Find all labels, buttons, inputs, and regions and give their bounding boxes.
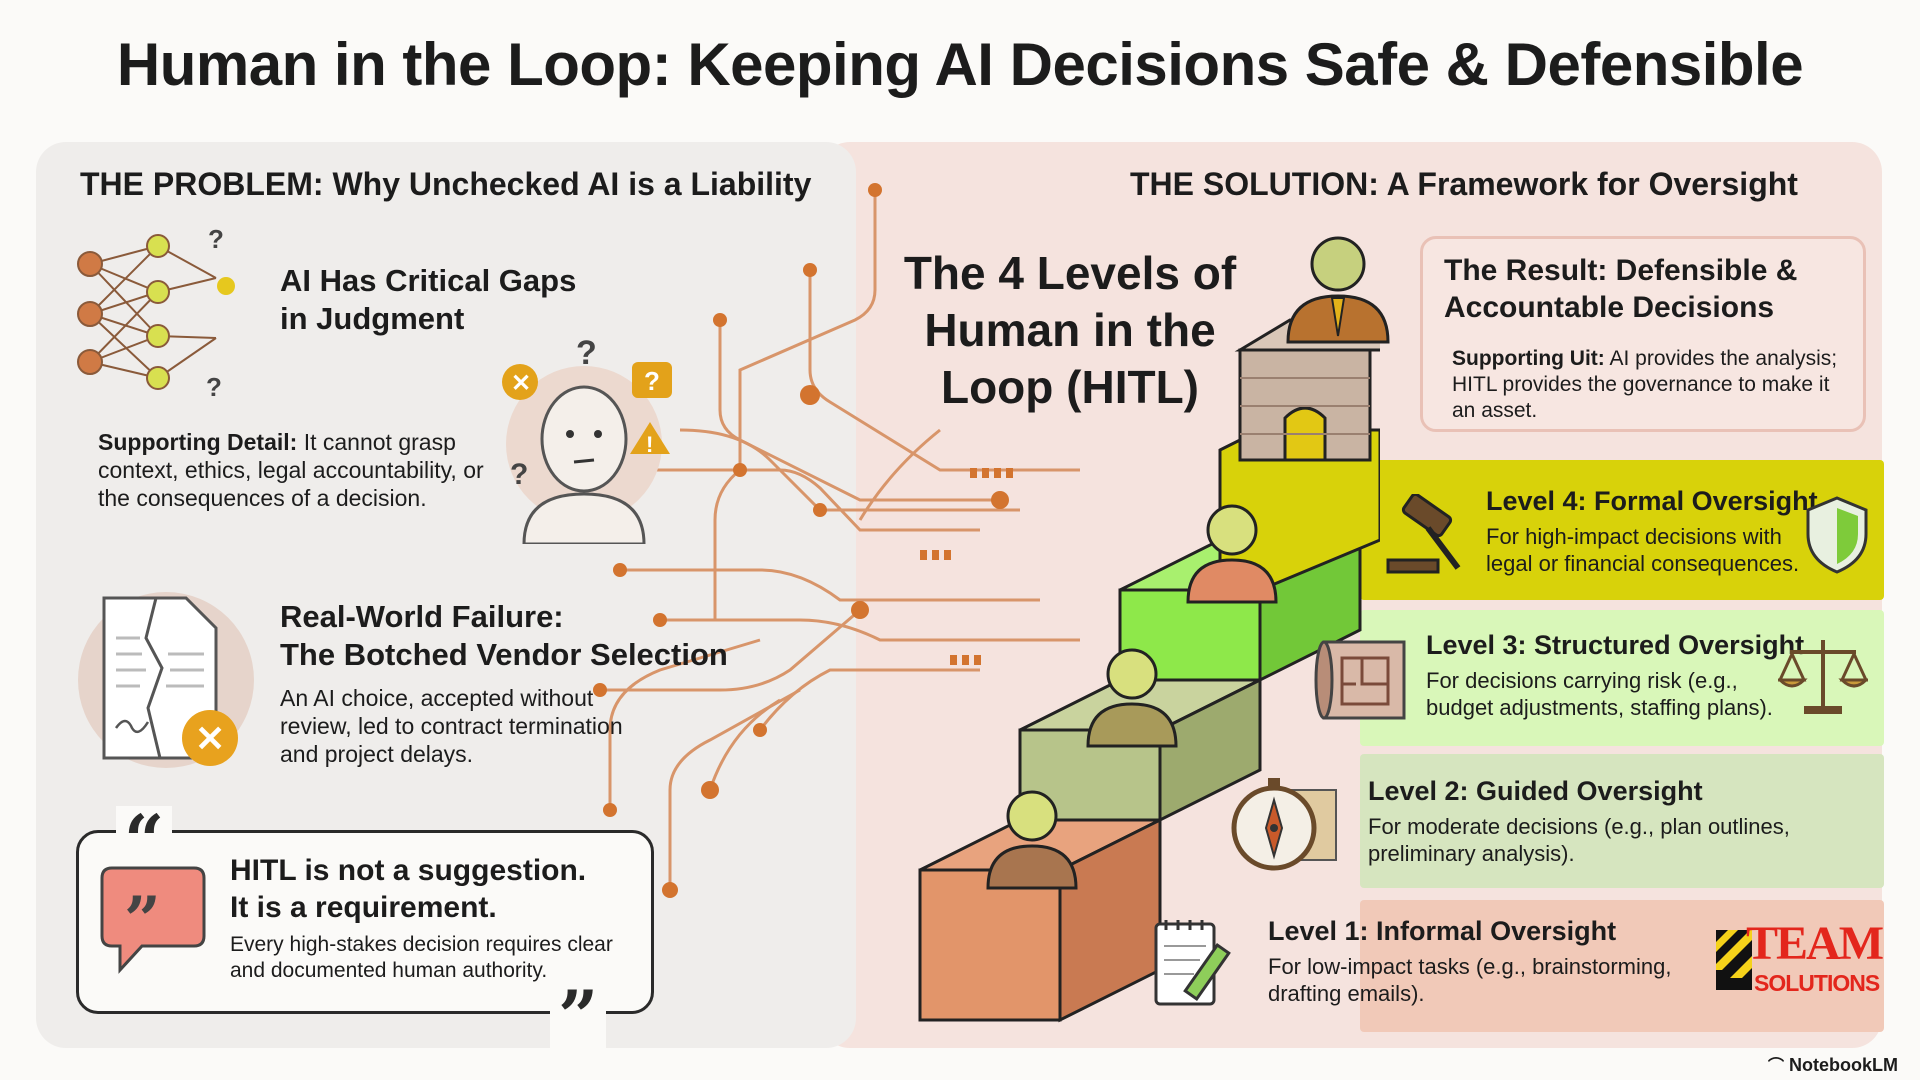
oversight-staircase: [918, 318, 1380, 1023]
speech-bubble-mark: ”: [124, 883, 161, 958]
gaps-title: AI Has Critical Gaps in Judgment: [280, 262, 576, 338]
logo-team: TEAM: [1746, 917, 1884, 970]
svg-text:?: ?: [510, 458, 528, 491]
speech-bubble-icon: ”: [100, 866, 206, 974]
result-support: Supporting Uit: AI provides the analysis…: [1452, 346, 1852, 424]
gavel-icon: [1386, 494, 1461, 574]
person-icon: [1186, 504, 1278, 604]
level-4-title: Level 4: Formal Oversight: [1486, 486, 1818, 516]
hitl-title-line1: The 4 Levels of: [903, 247, 1237, 299]
quote-line1: HITL is not a suggestion.: [230, 854, 587, 887]
person-icon: [1086, 648, 1178, 748]
failure-title: Real-World Failure: The Botched Vendor S…: [280, 598, 728, 674]
svg-text:✕: ✕: [195, 718, 225, 759]
result-title-line1: The Result: Defensible &: [1444, 254, 1798, 287]
footer-brand: ⌒ NotebookLM: [1768, 1052, 1898, 1076]
svg-text:!: !: [646, 432, 653, 457]
result-support-label: Supporting Uit:: [1452, 347, 1605, 370]
circuit-lines-icon: [593, 183, 1080, 898]
level-1-text: For low-impact tasks (e.g., brainstormin…: [1268, 954, 1672, 1006]
hitl-framework-title: The 4 Levels of Human in the Loop (HITL): [880, 245, 1260, 416]
notebooklm-icon: ⌒: [1767, 1058, 1784, 1075]
blueprint-icon: [1314, 640, 1406, 720]
level-2-title: Level 2: Guided Oversight: [1368, 776, 1703, 806]
page-title: Human in the Loop: Keeping AI Decisions …: [116, 31, 1804, 98]
logo-solutions: SOLUTIONS: [1754, 970, 1880, 996]
quote-content: HITL is not a suggestion. It is a requir…: [230, 852, 630, 984]
shield-icon: [1806, 496, 1868, 574]
svg-text:✕: ✕: [511, 370, 531, 397]
open-quote-mark: “: [116, 806, 173, 876]
failure-title-line1: Real-World Failure:: [280, 599, 564, 634]
level-2-text: For moderate decisions (e.g., plan outli…: [1368, 814, 1790, 866]
result-support-text: AI provides the analysis; HITL provides …: [1452, 347, 1838, 422]
gaps-title-line1: AI Has Critical Gaps: [280, 263, 577, 298]
svg-text:?: ?: [576, 334, 597, 372]
level-2-band: [1360, 754, 1884, 888]
logo-stripes-icon: [1716, 930, 1752, 990]
hitl-title-line2: Human in the: [924, 304, 1216, 356]
level-4-content: Level 4: Formal Oversight For high-impac…: [1486, 486, 1818, 577]
svg-text:?: ?: [206, 372, 222, 398]
level-3-text: For decisions carrying risk (e.g., budge…: [1426, 668, 1773, 720]
scales-icon: [1778, 640, 1868, 714]
level-1-title: Level 1: Informal Oversight: [1268, 916, 1617, 946]
close-quote-mark: ”: [550, 982, 607, 1052]
solution-heading: THE SOLUTION: A Framework for Oversight: [1130, 166, 1798, 202]
result-box: [1420, 236, 1866, 432]
torn-contract-icon: ✕: [78, 592, 254, 768]
level-3-band: [1360, 610, 1884, 746]
quote-text: Every high-stakes decision requires clea…: [230, 933, 613, 982]
level-4-text: For high-impact decisions with legal or …: [1486, 524, 1800, 576]
compass-icon: [1231, 778, 1337, 871]
quote-line2: It is a requirement.: [230, 891, 497, 924]
result-title: The Result: Defensible & Accountable Dec…: [1444, 252, 1797, 326]
level-2-content: Level 2: Guided Oversight For moderate d…: [1368, 776, 1808, 867]
result-title-line2: Accountable Decisions: [1444, 291, 1775, 324]
failure-text: An AI choice, accepted without review, l…: [280, 685, 623, 767]
team-solutions-logo: TEAM SOLUTIONS: [1716, 920, 1884, 1000]
gaps-title-line2: in Judgment: [280, 301, 465, 336]
neural-network-icon: ? ?: [77, 228, 235, 398]
hitl-title-line3: Loop (HITL): [940, 361, 1199, 413]
problem-heading: THE PROBLEM: Why Unchecked AI is a Liabi…: [80, 166, 812, 202]
person-icon: [1286, 236, 1390, 344]
level-1-band: [1360, 900, 1884, 1032]
person-icon: [986, 790, 1078, 890]
svg-text:?: ?: [208, 228, 224, 254]
gaps-detail: Supporting Detail: It cannot grasp conte…: [98, 428, 498, 512]
failure-title-line2: The Botched Vendor Selection: [280, 637, 728, 672]
gaps-detail-text: It cannot grasp context, ethics, legal a…: [98, 429, 484, 511]
level-3-title: Level 3: Structured Oversight: [1426, 630, 1805, 660]
level-4-band: [1360, 460, 1884, 600]
svg-text:?: ?: [644, 366, 660, 396]
level-3-content: Level 3: Structured Oversight For decisi…: [1426, 630, 1804, 721]
gaps-detail-label: Supporting Detail:: [98, 429, 298, 455]
footer-text: NotebookLM: [1789, 1055, 1898, 1075]
level-1-content: Level 1: Informal Oversight For low-impa…: [1268, 916, 1688, 1007]
confused-robot-icon: ✕ ? ! ? ?: [502, 334, 672, 544]
notepad-icon: [1154, 920, 1231, 1006]
